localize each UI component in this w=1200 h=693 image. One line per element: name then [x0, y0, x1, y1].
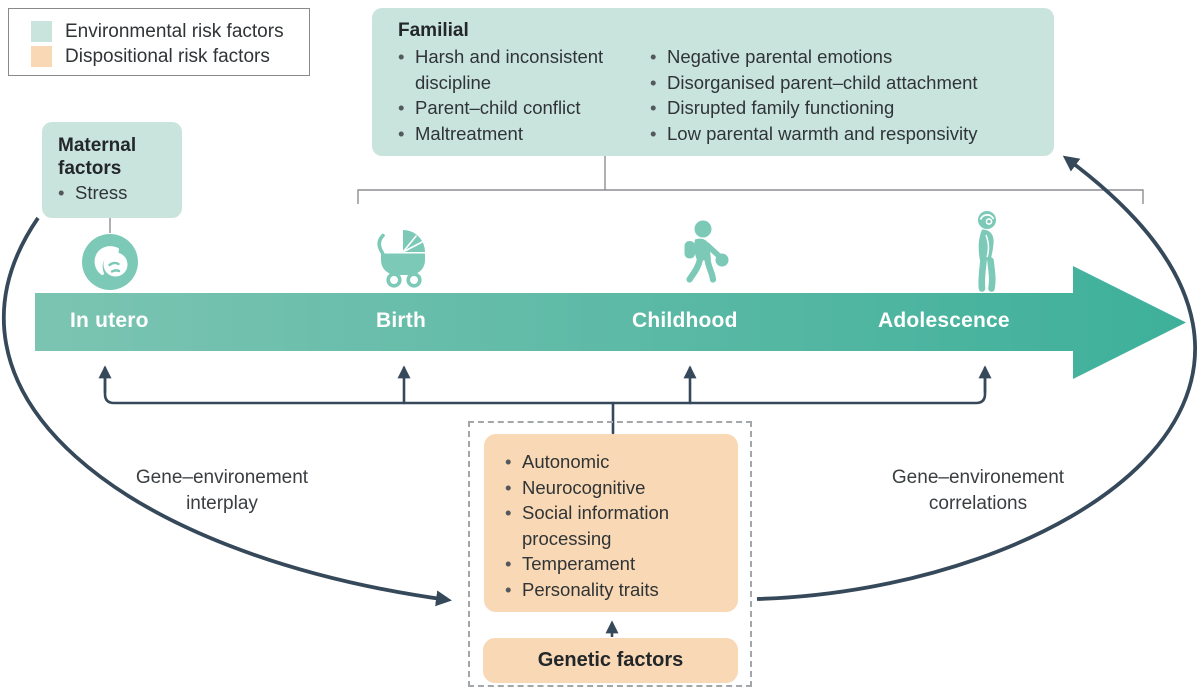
child-icon [668, 220, 732, 291]
label-line: correlations [928, 493, 1028, 514]
label-line: Gene–environement [891, 467, 1065, 488]
list-item: Disrupted family functioning [650, 95, 1044, 121]
legend-label-dispositional: Dispositional risk factors [65, 45, 270, 67]
list-item: Autonomic [505, 449, 728, 475]
gene-environment-correlations-label: Gene–environement correlations [858, 465, 1098, 517]
label-line: Gene–environement [135, 467, 309, 488]
list-item: Neurocognitive [505, 475, 728, 501]
pram-icon [374, 226, 432, 293]
gene-environment-interplay-label: Gene–environement interplay [102, 465, 342, 517]
dispositional-factors-box: Autonomic Neurocognitive Social informat… [484, 434, 738, 612]
stage-label-adolescence: Adolescence [878, 309, 1010, 332]
list-item: Low parental warmth and responsivity [650, 121, 1044, 147]
genetic-factors-box: Genetic factors [483, 638, 738, 683]
legend-label-environmental: Environmental risk factors [65, 20, 284, 42]
legend-item-environmental: Environmental risk factors [31, 19, 297, 44]
adolescent-icon [956, 210, 1014, 297]
familial-column-1: Harsh and inconsistent discipline Parent… [398, 44, 650, 146]
environmental-swatch-icon [31, 21, 52, 42]
list-item: Negative parental emotions [650, 44, 1044, 70]
list-item: Maltreatment [398, 121, 650, 147]
maternal-title: Maternal factors [58, 135, 137, 179]
dispositional-list: Autonomic Neurocognitive Social informat… [505, 449, 728, 602]
dispositional-genetic-frame [468, 421, 752, 687]
fetus-icon [82, 234, 138, 295]
list-item: Disorganised parent–child attachment [650, 70, 1044, 96]
list-item: Social information processing [505, 500, 728, 551]
familial-span-bracket [357, 189, 1144, 204]
legend: Environmental risk factors Dispositional… [8, 8, 310, 76]
list-item: Harsh and inconsistent discipline [398, 44, 650, 95]
genetic-factors-label: Genetic factors [537, 649, 684, 671]
list-item: Temperament [505, 551, 728, 577]
familial-column-2: Negative parental emotions Disorganised … [650, 44, 1044, 146]
dispositional-swatch-icon [31, 46, 52, 67]
list-item: Parent–child conflict [398, 95, 650, 121]
stage-label-birth: Birth [376, 309, 426, 332]
maternal-factors-box: Maternal factors Stress [42, 122, 182, 218]
legend-item-dispositional: Dispositional risk factors [31, 44, 297, 69]
label-line: interplay [186, 493, 258, 514]
list-item: Personality traits [505, 577, 728, 603]
list-item: Stress [58, 180, 174, 206]
stage-label-in-utero: In utero [70, 309, 149, 332]
maternal-list: Stress [58, 180, 174, 206]
familial-box: Familial Harsh and inconsistent discipli… [372, 8, 1054, 156]
stage-label-childhood: Childhood [632, 309, 738, 332]
familial-title: Familial [398, 20, 469, 41]
